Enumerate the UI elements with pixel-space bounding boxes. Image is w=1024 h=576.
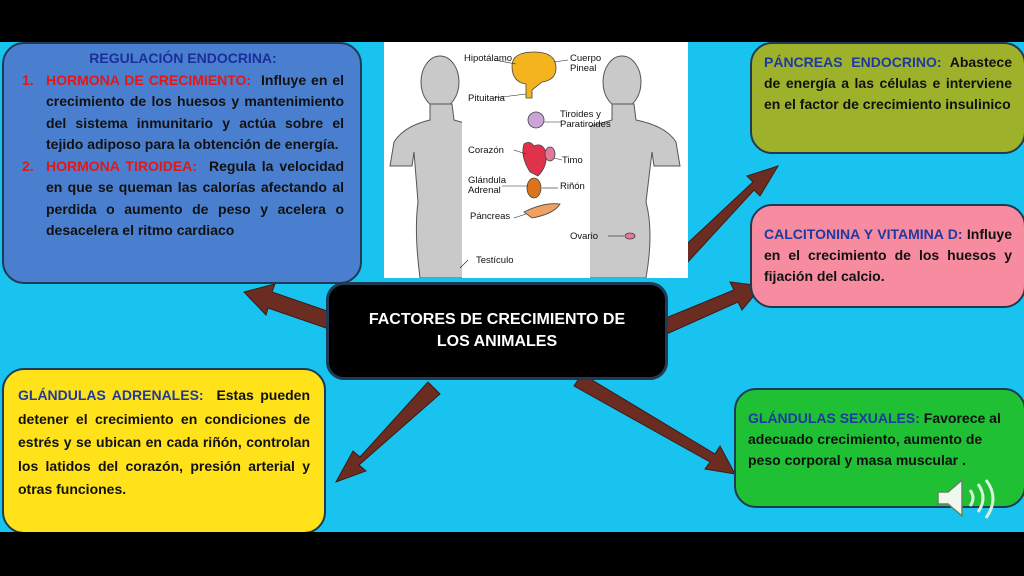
label-pineal: Cuerpo Pineal [570, 53, 602, 74]
item-number: 1. [22, 71, 34, 88]
label-adrenal: Glándula Adrenal [468, 175, 507, 196]
ovary-icon [624, 232, 636, 240]
anatomy-figure: Hipotálamo Cuerpo Pineal Pituitaria Tiro… [384, 42, 688, 278]
diagram-stage: REGULACIÓN ENDOCRINA: 1. HORMONA DE CREC… [0, 42, 1024, 532]
female-body-icon [569, 55, 681, 278]
arrow-to-sexual [573, 373, 736, 475]
label-pituitary: Pituitaria [468, 93, 505, 104]
label-thymus: Timo [562, 155, 583, 166]
label-ovary: Ovario [570, 231, 598, 242]
center-title-box: FACTORES DE CRECIMIENTO DE LOS ANIMALES [326, 282, 668, 380]
item-heading: HORMONA TIROIDEA: [46, 157, 197, 174]
adrenal-gland-icon [526, 177, 542, 199]
thymus-icon [544, 146, 556, 162]
arrow-to-endocrine [243, 283, 331, 329]
arrow-to-pancreas [675, 165, 780, 265]
thyroid-icon [527, 111, 545, 129]
calcitonin-heading: CALCITONINA Y VITAMINA D: [764, 226, 963, 242]
label-pancreas: Páncreas [470, 211, 511, 222]
label-heart: Corazón [468, 145, 504, 156]
calcitonin-text: Influye en el crecimiento de los huesos … [764, 226, 1012, 284]
pancreas-icon [523, 203, 561, 219]
arrow-to-adrenal [334, 381, 441, 483]
item-number: 2. [22, 157, 34, 174]
endocrine-box: REGULACIÓN ENDOCRINA: 1. HORMONA DE CREC… [2, 42, 362, 284]
body-illustration [389, 48, 681, 278]
item-text: Regula la velocidad en que se queman las… [46, 157, 345, 239]
endocrine-item-growth-hormone: 1. HORMONA DE CRECIMIENTO: Influye en el… [22, 70, 344, 156]
arrow-to-calcitonin [655, 281, 763, 337]
arrows-layer [243, 165, 780, 483]
endocrine-title: REGULACIÓN ENDOCRINA: [89, 50, 277, 66]
adrenal-text: Estas pueden detener el crecimiento en c… [18, 387, 310, 497]
sexual-glands-box: GLÁNDULAS SEXUALES: Favorece al adecuado… [734, 388, 1024, 508]
center-title: FACTORES DE CRECIMIENTO DE LOS ANIMALES [368, 311, 626, 350]
endocrine-item-thyroid-hormone: 2. HORMONA TIROIDEA: Regula la velocidad… [22, 156, 344, 242]
pancreas-box: PÁNCREAS ENDOCRINO: Abastece de energía … [750, 42, 1024, 154]
label-testicle: Testículo [476, 255, 514, 266]
pancreas-heading: PÁNCREAS ENDOCRINO: [764, 54, 942, 70]
item-text: Influye en el crecimiento de los huesos … [46, 71, 345, 153]
adrenal-box: GLÁNDULAS ADRENALES: Estas pueden detene… [2, 368, 326, 532]
label-kidney: Riñón [560, 181, 585, 192]
item-heading: HORMONA DE CRECIMIENTO: [46, 71, 252, 88]
calcitonin-box: CALCITONINA Y VITAMINA D: Influye en el … [750, 204, 1024, 308]
sexual-text: Favorece al adecuado crecimiento, aument… [748, 410, 1001, 468]
label-thyroid: Tiroides y Paratiroides [560, 109, 611, 130]
label-hypothalamus: Hipotálamo [464, 53, 513, 64]
pancreas-text: Abastece de energía a las células e inte… [764, 54, 1012, 112]
adrenal-heading: GLÁNDULAS ADRENALES: [18, 387, 204, 403]
sexual-heading: GLÁNDULAS SEXUALES: [748, 410, 920, 426]
brain-icon [511, 51, 557, 99]
speaker-icon[interactable] [930, 474, 1004, 522]
